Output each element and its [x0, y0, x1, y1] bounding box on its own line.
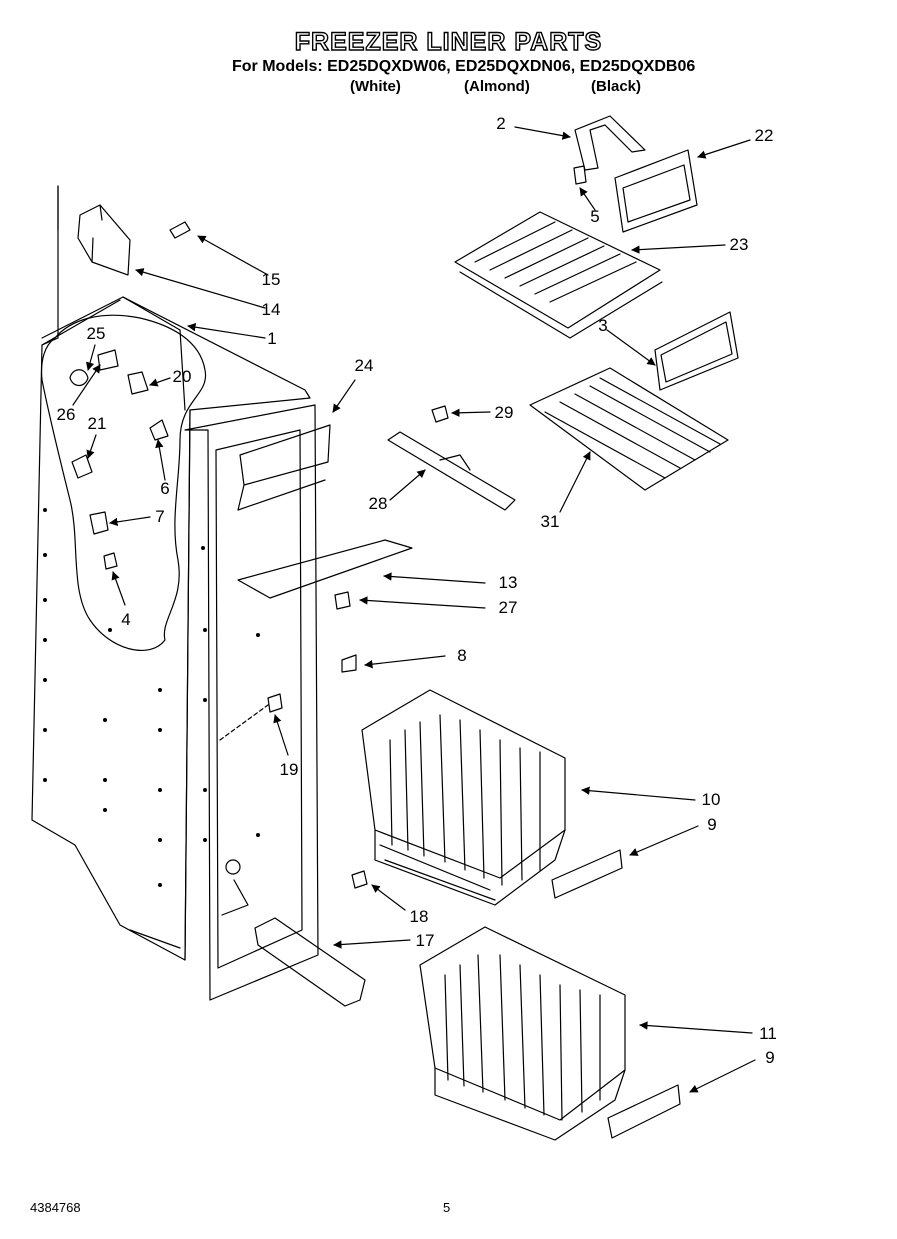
callout-13: 13 [498, 573, 518, 592]
callout-2: 2 [496, 114, 506, 133]
callout-9-upper: 9 [707, 815, 717, 834]
callout-21: 21 [87, 414, 107, 433]
part-9-handle-lower [607, 1084, 681, 1139]
callout-28: 28 [368, 494, 388, 513]
callout-14: 14 [261, 300, 281, 319]
callout-17: 17 [415, 931, 435, 950]
document-number: 4384768 [30, 1200, 81, 1215]
callout-9-lower: 9 [765, 1048, 775, 1067]
callout-4: 4 [121, 610, 131, 629]
part-31-wires [544, 377, 721, 479]
part-17-grille [254, 917, 366, 1007]
page-title: FREEZER LINER PARTS [294, 27, 603, 56]
part-13-plate [237, 539, 413, 599]
part-27-clip [334, 591, 351, 610]
part-23-shelf-ribs [474, 221, 637, 303]
part-26-bulb [69, 369, 89, 387]
callout-18: 18 [409, 907, 429, 926]
part-7-clip [89, 511, 109, 535]
callout-19: 19 [279, 760, 299, 779]
part-6-clip [149, 419, 169, 441]
part-5-screw [573, 165, 587, 185]
callout-23: 23 [729, 235, 749, 254]
part-19-clip [267, 693, 283, 713]
callout-22: 22 [754, 126, 774, 145]
part-25-socket [97, 349, 119, 371]
part-31-wire-shelf [529, 367, 729, 491]
leader-lines [72, 126, 756, 1093]
part-2-bracket [574, 115, 646, 171]
callout-3: 3 [598, 316, 608, 335]
part-18-screw [351, 870, 368, 889]
callout-29: 29 [494, 403, 514, 422]
models-line: For Models: ED25DQXDW06, ED25DQXDN06, ED… [232, 58, 696, 75]
part-15-screw [169, 221, 191, 239]
part-29-screw [431, 405, 449, 423]
wiring-harness [40, 314, 207, 651]
callout-8: 8 [457, 646, 467, 665]
callout-25: 25 [86, 324, 106, 343]
variant-white: (White) [350, 78, 401, 95]
freezer-liner [31, 185, 319, 1001]
callout-24: 24 [354, 356, 374, 375]
callout-6: 6 [160, 479, 170, 498]
part-10-basket [361, 689, 566, 906]
variant-almond: (Almond) [464, 78, 530, 95]
callout-11: 11 [759, 1024, 777, 1043]
part-28-rail [387, 431, 516, 511]
part-14-hinge [77, 204, 131, 276]
callout-20: 20 [172, 367, 192, 386]
part-20-switch [127, 371, 149, 395]
part-9-handle-upper [551, 849, 623, 899]
callout-1: 1 [267, 329, 277, 348]
callout-10: 10 [701, 790, 721, 809]
part-11-basket [419, 926, 626, 1141]
callout-15: 15 [261, 270, 281, 289]
part-4-plug [103, 552, 118, 570]
callout-26: 26 [56, 405, 76, 424]
part-3-frame [654, 311, 739, 391]
callout-5: 5 [590, 207, 600, 226]
variant-black: (Black) [591, 78, 642, 95]
part-23-shelf [454, 211, 663, 339]
callout-27: 27 [498, 598, 518, 617]
part-24-panel [237, 424, 331, 511]
part-8-clip [341, 654, 357, 673]
callout-31: 31 [540, 512, 560, 531]
mounting-holes [43, 508, 260, 887]
page-number: 5 [443, 1200, 451, 1215]
part-21-clip [71, 454, 93, 479]
part-22-frame [614, 149, 698, 233]
callout-7: 7 [155, 507, 165, 526]
